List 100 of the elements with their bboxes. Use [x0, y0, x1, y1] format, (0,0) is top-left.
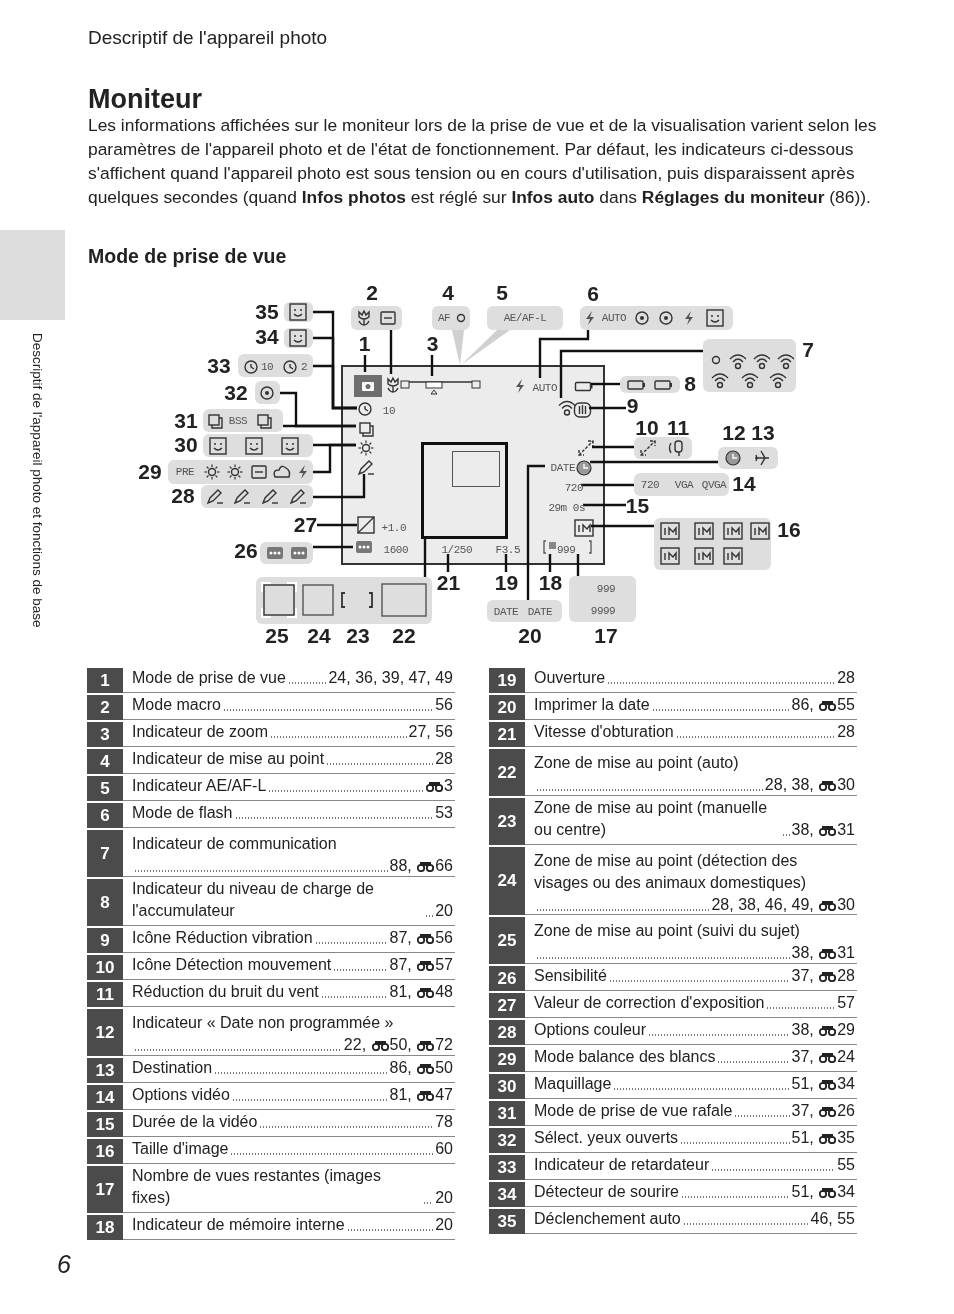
callout-number: 21: [437, 572, 460, 594]
item-name: Réduction du bruit du vent: [132, 982, 319, 1002]
index-number: 17: [87, 1166, 123, 1213]
wifi-icon: [558, 400, 576, 417]
page-number: 56: [435, 928, 453, 948]
callout-number: 26: [234, 540, 258, 562]
page-number: 87,: [389, 955, 413, 975]
item-name: Indicateur de mémoire interne: [132, 1215, 345, 1235]
index-number: 16: [87, 1139, 123, 1164]
index-number: 14: [87, 1085, 123, 1110]
icon-panel: [634, 437, 692, 459]
callout-number: 16: [777, 519, 801, 541]
icon-panel: [703, 339, 796, 392]
page-number: 66: [435, 856, 453, 876]
battery-icon: [574, 381, 593, 392]
item-name: Nombre de vues restantes (images fixes): [132, 1166, 382, 1208]
callout-number: 20: [518, 625, 542, 647]
callout-number: 11: [666, 417, 690, 439]
item-name: Indicateur de mise au point: [132, 749, 325, 769]
index-number: 25: [489, 917, 525, 964]
display-readout: F3.5: [494, 543, 520, 556]
index-number: 32: [489, 1128, 525, 1153]
callout-number: 2: [366, 282, 378, 304]
leader-line: [430, 355, 434, 376]
display-readout: +1.0: [359, 519, 406, 536]
icon-panel: [168, 460, 313, 484]
index-number: 24: [489, 847, 525, 915]
icon-panel: [487, 306, 563, 330]
index-number: 27: [489, 993, 525, 1018]
leader-line: [591, 524, 654, 528]
display-readout: 10: [359, 402, 395, 419]
leader-line: [389, 330, 393, 374]
item-name: Options vidéo: [132, 1085, 230, 1105]
page-number: 28: [837, 668, 855, 688]
index-number: 30: [489, 1074, 525, 1099]
page-number: 37,: [791, 966, 815, 986]
index-number: 7: [87, 830, 123, 877]
zoom-bar: [399, 378, 482, 396]
callout-number: 19: [495, 572, 518, 594]
page-number: 47: [435, 1085, 453, 1105]
page-number: 34: [837, 1074, 855, 1094]
item-name: Options couleur: [534, 1020, 647, 1040]
callout-number: 14: [732, 473, 756, 495]
item-name: Indicateur de retardateur: [534, 1155, 710, 1175]
leader-line: [313, 545, 353, 549]
index-number: 5: [87, 776, 123, 801]
callout-number: 31: [174, 410, 198, 432]
callout-number: 3: [426, 333, 439, 355]
index-number: 12: [87, 1009, 123, 1056]
index-number: 26: [489, 966, 525, 991]
page-number: 48: [435, 982, 453, 1002]
display-readout: BSS: [228, 415, 248, 427]
page-number: 51,: [791, 1182, 815, 1202]
page-number: 30: [837, 775, 855, 795]
page-number: 50: [435, 1058, 453, 1078]
leader-line: [583, 503, 626, 507]
callout-number: 23: [346, 625, 370, 647]
page-number: 20: [435, 1215, 453, 1235]
item-name: Mode balance des blancs: [534, 1047, 716, 1067]
page-number: 56: [435, 722, 453, 742]
display-readout: 999: [596, 583, 616, 595]
index-number: 33: [489, 1155, 525, 1180]
item-name: Zone de mise au point (suivi du sujet): [534, 921, 801, 941]
page-number: 28,: [764, 775, 789, 795]
callout-number: 30: [174, 434, 198, 456]
icon-panel: [432, 306, 470, 330]
display-readout: DATE: [527, 606, 553, 618]
page-number: 30: [837, 895, 855, 915]
index-number: 31: [489, 1101, 525, 1126]
icon-panel: [634, 473, 729, 496]
item-name: Indicateur de communication: [132, 834, 338, 854]
page-number: 57: [837, 993, 855, 1013]
display-readout: 10: [260, 361, 274, 373]
folio-number: 6: [57, 1250, 71, 1279]
callout-number: 13: [751, 422, 775, 444]
camera-icon: [353, 374, 383, 398]
icon-panel: [487, 600, 562, 622]
page-number: 29: [837, 1020, 855, 1040]
index-number: 18: [87, 1215, 123, 1240]
index-number: 20: [489, 695, 525, 720]
callout-number: 15: [626, 495, 649, 517]
intro-paragraph: Les informations affichées sur le moniteur lors de la prise de vue et de la visualisation varient selon les paramètres de l'appareil photo et de l'état de fonctionnement. Par défaut, les indicateurs ci-dessous s'affichent quand l'appareil photo est sous tension ou en cours d'utilisation, puis disparaissent après quelques secondes (quand Infos photos est réglé sur Infos auto dans Réglages du moniteur (86)).: [88, 114, 878, 209]
index-number: 34: [489, 1182, 525, 1207]
page-number: 3: [444, 776, 453, 796]
item-name: Zone de mise au point (manuelle ou centre): [534, 798, 769, 840]
page-number: 49,: [791, 895, 815, 915]
index-number: 10: [87, 955, 123, 980]
callout-number: 33: [207, 355, 231, 377]
index-number: 2: [87, 695, 123, 720]
page-number: 50,: [389, 1035, 413, 1055]
item-name: Mode de flash: [132, 803, 233, 823]
index-number: 8: [87, 879, 123, 926]
display-readout: AF: [437, 312, 451, 324]
display-readout: 29m 0s: [539, 501, 585, 514]
callout-number: 12: [722, 422, 746, 444]
page-number: 46,: [764, 895, 789, 915]
callout-number: 18: [539, 572, 562, 594]
display-readout: QVGA: [701, 479, 727, 491]
item-name: Mode de prise de vue rafale: [534, 1101, 733, 1121]
item-name: Vitesse d'obturation: [534, 722, 674, 742]
